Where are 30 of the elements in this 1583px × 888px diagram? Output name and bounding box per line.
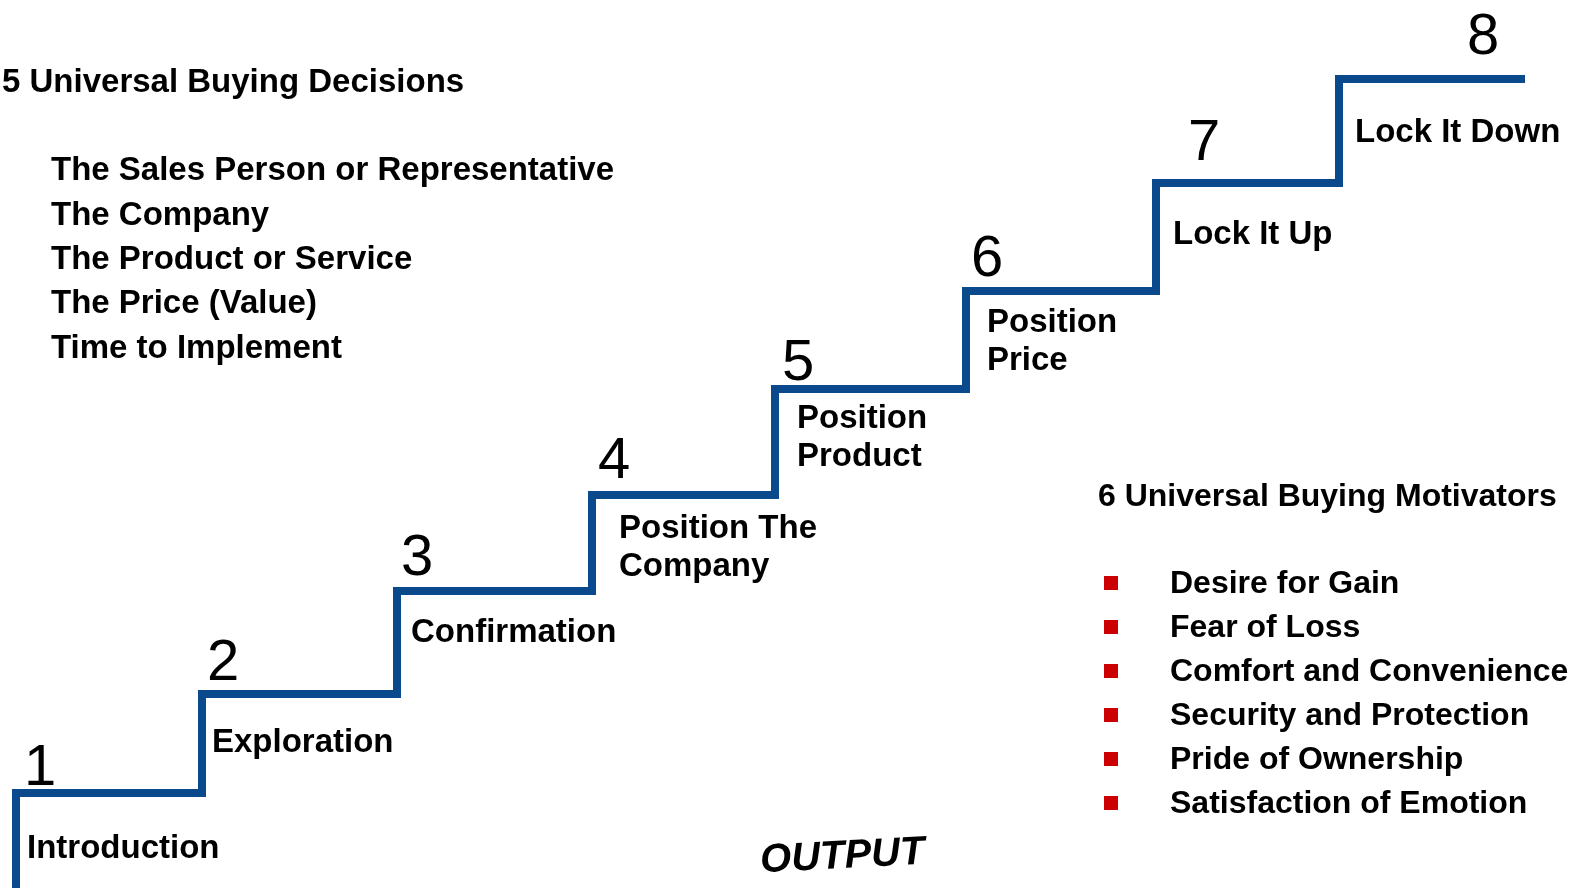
step-label: Lock It Up (1173, 214, 1333, 252)
step-number: 8 (1467, 4, 1500, 64)
list-item: The Product or Service (51, 239, 413, 277)
step-label: Position The Company (619, 508, 839, 584)
list-item: The Company (51, 195, 270, 233)
step-number: 5 (782, 330, 815, 390)
step-label: Exploration (212, 722, 394, 760)
list-item: The Price (Value) (51, 283, 317, 321)
list-item: The Sales Person or Representative (51, 150, 615, 188)
banner-text: OUTPUT (759, 830, 926, 878)
step-label: Lock It Down (1355, 112, 1561, 150)
heading: 6 Universal Buying Motivators (1098, 476, 1557, 514)
list-item: Security and Protection (1170, 695, 1530, 733)
step-number: 7 (1188, 110, 1221, 170)
list-item: Comfort and Convenience (1170, 651, 1569, 689)
step-label: Position Product (797, 398, 947, 474)
step-number: 4 (598, 428, 631, 488)
step-label: Position Price (987, 302, 1137, 378)
step-number: 2 (207, 630, 240, 690)
step-number: 3 (401, 525, 434, 585)
heading: 5 Universal Buying Decisions (2, 62, 465, 100)
step-label: Introduction (27, 828, 220, 866)
step-number: 6 (971, 226, 1004, 286)
step-label: Confirmation (411, 612, 617, 650)
list-item: Pride of Ownership (1170, 739, 1464, 777)
list-item: Time to Implement (51, 328, 342, 366)
list-item: Fear of Loss (1170, 607, 1361, 645)
list-item: Satisfaction of Emotion (1170, 783, 1528, 821)
list-item: Desire for Gain (1170, 563, 1400, 601)
step-number: 1 (24, 735, 57, 795)
